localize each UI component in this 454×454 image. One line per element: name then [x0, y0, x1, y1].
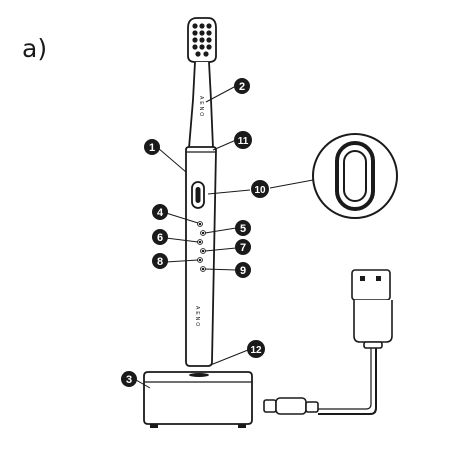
- callout-4: 4: [152, 204, 168, 220]
- svg-text:12: 12: [250, 345, 262, 356]
- svg-text:11: 11: [238, 136, 249, 147]
- svg-text:2: 2: [239, 81, 245, 93]
- brand-text-handle: AENO: [194, 306, 200, 328]
- svg-text:3: 3: [126, 374, 132, 386]
- svg-text:6: 6: [157, 232, 163, 244]
- svg-text:10: 10: [254, 185, 266, 196]
- usb-cable: [264, 270, 392, 414]
- callout-7: 7: [235, 239, 251, 255]
- callout-3: 3: [121, 371, 137, 387]
- callout-9: 9: [235, 262, 251, 278]
- callout-10: 10: [251, 180, 269, 198]
- zoom-inset: [313, 134, 397, 218]
- callout-2: 2: [234, 78, 250, 94]
- callout-12: 12: [247, 340, 265, 358]
- svg-text:1: 1: [149, 142, 155, 154]
- svg-text:9: 9: [240, 265, 246, 277]
- callout-5: 5: [235, 220, 251, 236]
- charging-base: [144, 372, 252, 428]
- svg-text:5: 5: [240, 223, 246, 235]
- brand-text-head: AENO: [198, 96, 204, 118]
- callout-6: 6: [152, 229, 168, 245]
- brush-head: [188, 18, 216, 148]
- callout-11: 11: [234, 131, 252, 149]
- callout-1: 1: [144, 139, 160, 155]
- callout-8: 8: [152, 253, 168, 269]
- svg-text:8: 8: [157, 256, 163, 268]
- handle: [186, 147, 216, 366]
- svg-text:4: 4: [157, 207, 164, 219]
- svg-text:7: 7: [240, 242, 246, 254]
